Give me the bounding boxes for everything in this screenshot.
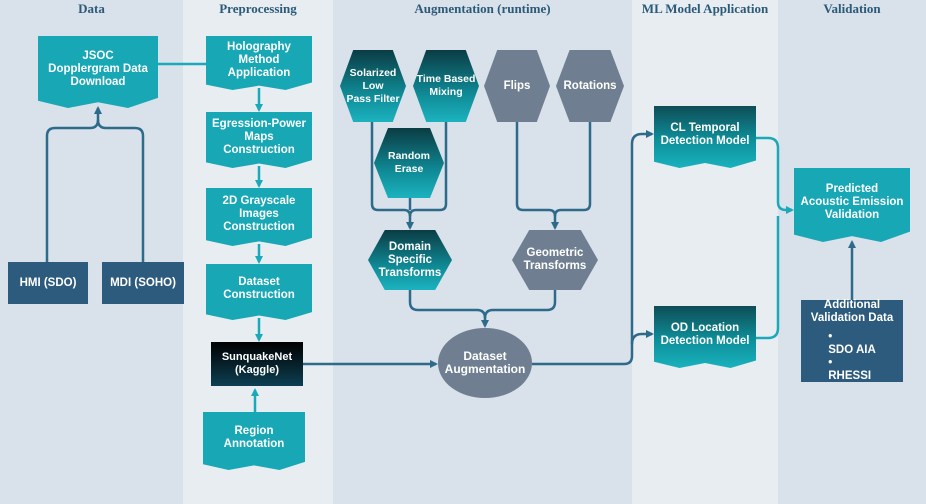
- region-annotation-node: Region Annotation: [203, 412, 305, 470]
- column-ml: ML Model Application: [632, 0, 778, 504]
- sunquakenet-node: SunquakeNet (Kaggle): [211, 342, 303, 386]
- edge-augmentation-to-models: [532, 130, 654, 366]
- solarized-filter-node: Solarized Low Pass Filter: [340, 50, 406, 122]
- domain-transforms-node: Domain Specific Transforms: [368, 230, 452, 290]
- additional-validation-title: Additional Validation Data: [810, 299, 894, 324]
- edge-hmi-to-jsoc: [45, 106, 102, 262]
- edge-od-to-predicted: [756, 216, 780, 340]
- time-mixing-node: Time Based Mixing: [413, 50, 479, 122]
- predicted-validation-node: Predicted Acoustic Emission Validation: [794, 168, 910, 242]
- additional-validation-list: • SDO AIA • RHESSI: [828, 331, 876, 383]
- edge-flips-to-geometric: [515, 120, 559, 230]
- additional-validation-node: Additional Validation Data • SDO AIA • R…: [801, 299, 903, 383]
- edge-rotations-to-geometric: [553, 120, 592, 217]
- geometric-transforms-node: Geometric Transforms: [512, 230, 598, 290]
- column-title-ml: ML Model Application: [641, 1, 769, 16]
- list-item: • SDO AIA: [828, 331, 876, 356]
- column-title-preprocessing: Preprocessing: [219, 1, 297, 16]
- mdi-soho-node: MDI (SOHO): [102, 262, 184, 304]
- edge-augmentation-to-od: [630, 330, 654, 345]
- jsoc-download-node: JSOC Dopplergram Data Download: [38, 36, 158, 108]
- column-title-data: Data: [78, 1, 105, 16]
- rotations-node: Rotations: [556, 50, 624, 122]
- list-item: • RHESSI: [828, 357, 872, 382]
- cl-temporal-model-node: CL Temporal Detection Model: [654, 106, 756, 168]
- edge-geometric-to-augmentation: [483, 288, 557, 319]
- hmi-sdo-node: HMI (SDO): [8, 262, 88, 304]
- column-title-augmentation: Augmentation (runtime): [414, 1, 551, 16]
- egression-maps-node: Egression-Power Maps Construction: [206, 112, 312, 168]
- flips-node: Flips: [484, 50, 550, 122]
- dataset-augmentation-node: Dataset Augmentation: [438, 328, 532, 398]
- random-erase-node: Random Erase: [374, 128, 444, 198]
- edge-timemix-to-domain: [408, 120, 448, 217]
- holography-node: Holography Method Application: [206, 36, 312, 90]
- od-location-model-node: OD Location Detection Model: [654, 306, 756, 368]
- column-title-validation: Validation: [823, 1, 881, 16]
- dataset-construction-node: Dataset Construction: [206, 264, 312, 320]
- grayscale-images-node: 2D Grayscale Images Construction: [206, 188, 312, 246]
- edge-cl-to-predicted: [756, 136, 794, 214]
- edge-mdi-to-jsoc: [96, 119, 145, 262]
- edge-domain-to-augmentation: [408, 288, 489, 328]
